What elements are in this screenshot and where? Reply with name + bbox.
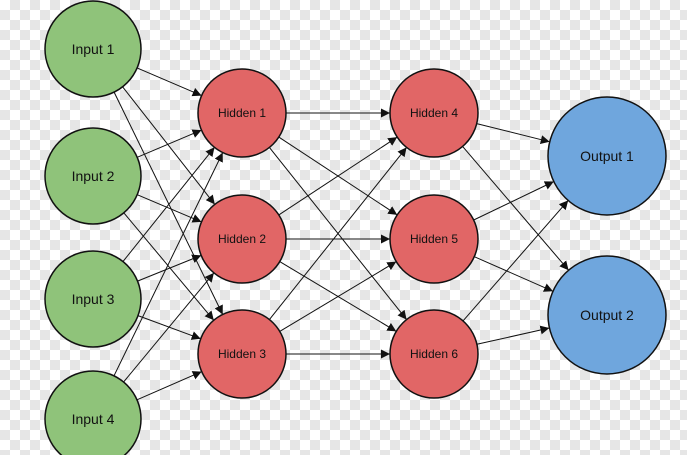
node-label: Hidden 5 [410, 232, 458, 246]
node-label: Hidden 6 [410, 347, 458, 361]
output-node-circle [547, 255, 667, 375]
input-node-circle [44, 127, 142, 225]
edge-h5-to-out2 [474, 256, 554, 292]
node-label: Output 1 [580, 148, 634, 164]
edge-h3-to-h5 [279, 261, 397, 332]
node-h3: Hidden 3 [197, 309, 287, 399]
hidden-node-circle [197, 194, 287, 284]
edge-in4-to-h1 [113, 152, 224, 377]
node-label: Output 2 [580, 307, 634, 323]
node-h1: Hidden 1 [197, 68, 287, 158]
hidden-node-circle [197, 309, 287, 399]
node-label: Hidden 1 [218, 106, 266, 120]
edge-h5-to-out1 [473, 181, 555, 221]
node-label: Hidden 3 [218, 347, 266, 361]
node-h6: Hidden 6 [389, 309, 479, 399]
edge-in4-to-h3 [136, 371, 202, 401]
edge-in1-to-h1 [136, 67, 202, 97]
node-h5: Hidden 5 [389, 194, 479, 284]
connections [113, 67, 569, 401]
edge-h4-to-out1 [476, 123, 550, 144]
hidden-node-circle [389, 68, 479, 158]
hidden-node-circle [389, 309, 479, 399]
hidden-node-circle [197, 68, 287, 158]
node-h4: Hidden 4 [389, 68, 479, 158]
edge-in1-to-h2 [122, 86, 216, 205]
node-label: Hidden 4 [410, 106, 458, 120]
edge-in2-to-h3 [123, 212, 215, 321]
node-label: Hidden 2 [218, 232, 266, 246]
input-node-circle [44, 0, 142, 98]
node-out2: Output 2 [547, 255, 667, 375]
node-h2: Hidden 2 [197, 194, 287, 284]
node-in4: Input 4 [44, 370, 142, 455]
node-in2: Input 2 [44, 127, 142, 225]
node-in1: Input 1 [44, 0, 142, 98]
edge-h6-to-out2 [476, 325, 550, 345]
input-node-circle [44, 250, 142, 348]
edge-in3-to-h1 [122, 146, 215, 262]
edge-in1-to-h3 [113, 91, 224, 315]
edge-h6-to-out1 [462, 200, 569, 322]
edge-in4-to-h2 [123, 272, 215, 383]
node-label: Input 3 [72, 291, 115, 307]
node-label: Input 1 [72, 41, 115, 57]
node-label: Input 4 [72, 411, 115, 427]
edge-h3-to-h4 [269, 147, 407, 320]
node-in3: Input 3 [44, 250, 142, 348]
edge-in2-to-h2 [137, 194, 202, 223]
output-node-circle [547, 96, 667, 216]
edge-h4-to-out2 [462, 146, 569, 271]
hidden-node-circle [389, 194, 479, 284]
edge-in3-to-h2 [137, 254, 202, 282]
nodes: Input 1 Input 2 Input 3 Input 4 Hidden 1 Hidd… [44, 0, 667, 455]
input-node-circle [44, 370, 142, 455]
edge-h2-to-h4 [278, 136, 398, 216]
node-label: Input 2 [72, 168, 115, 184]
node-out1: Output 1 [547, 96, 667, 216]
edge-in2-to-h1 [137, 129, 202, 158]
